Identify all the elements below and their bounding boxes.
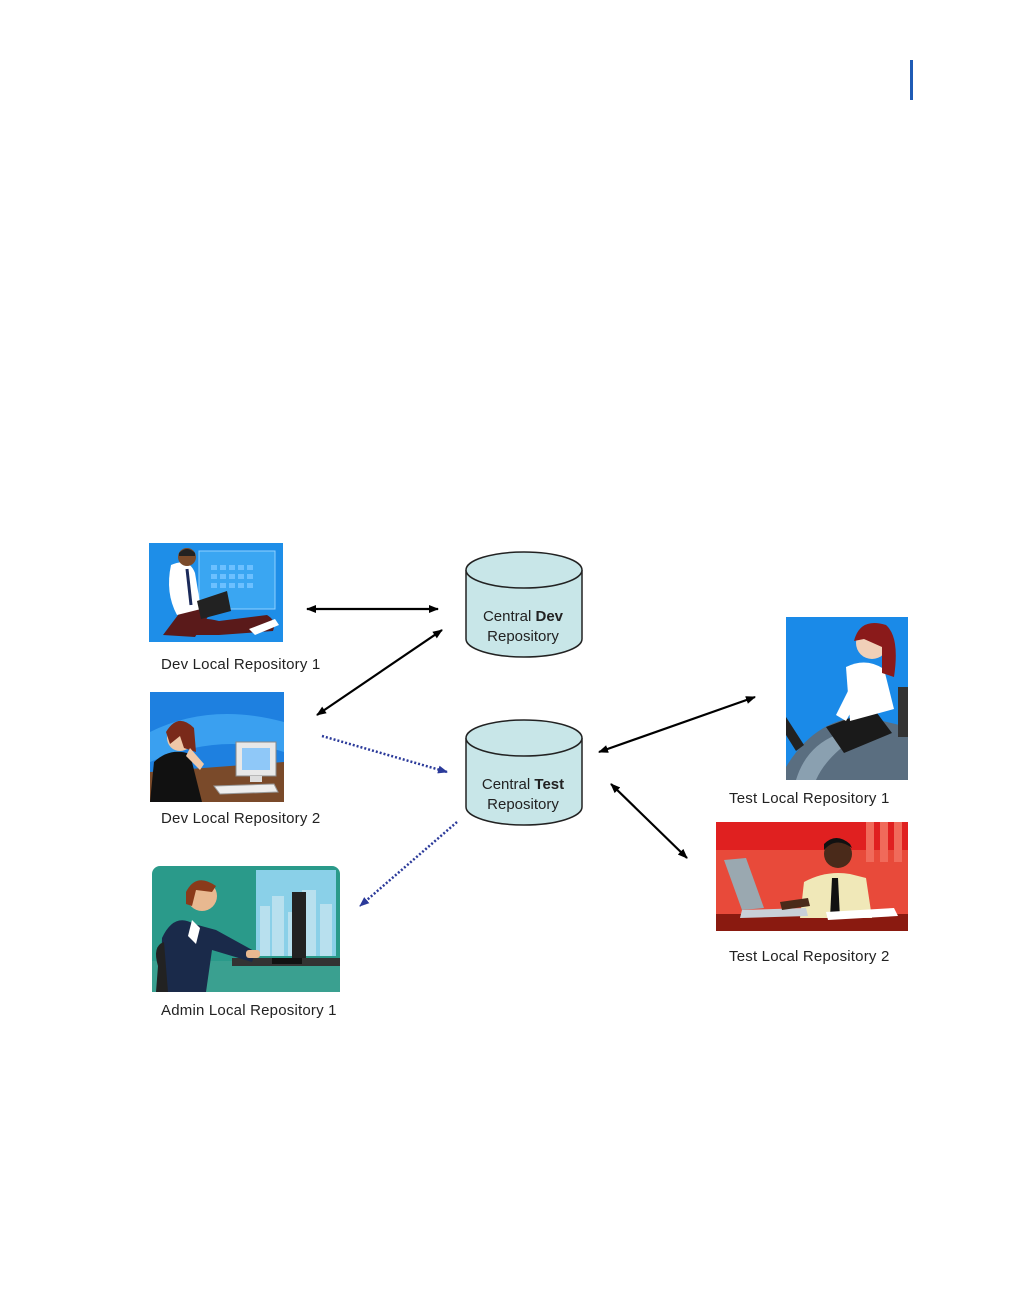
central-test-repository: Central Test Repository (464, 718, 584, 828)
user-at-computer-icon (150, 692, 284, 802)
user-with-laptop-icon (786, 617, 908, 780)
test2-user-image (716, 822, 908, 931)
test1-user-image (786, 617, 908, 780)
test1-label: Test Local Repository 1 (729, 790, 890, 807)
dev1-user-image (149, 543, 283, 642)
arrow-dev2-central-dev (317, 630, 442, 715)
central-dev-prefix: Central (483, 608, 531, 625)
arrow-dev2-central-test (322, 736, 447, 772)
dev1-label: Dev Local Repository 1 (161, 656, 320, 673)
central-dev-emphasis: Dev (536, 608, 564, 625)
user-at-desk-icon (716, 822, 908, 931)
central-test-emphasis: Test (534, 776, 564, 793)
central-test-suffix: Repository (487, 796, 559, 813)
central-test-prefix: Central (482, 776, 530, 793)
user-with-laptop-icon (149, 543, 283, 642)
user-at-workstation-icon (152, 866, 340, 992)
central-dev-suffix: Repository (487, 628, 559, 645)
admin1-user-image (152, 866, 340, 992)
arrow-central-test-admin1 (360, 822, 457, 906)
test2-label: Test Local Repository 2 (729, 948, 890, 965)
arrow-central-test-test1 (599, 697, 755, 752)
dev2-label: Dev Local Repository 2 (161, 810, 320, 827)
dev2-user-image (150, 692, 284, 802)
arrow-central-test-test2 (611, 784, 687, 858)
central-dev-repository: Central Dev Repository (464, 550, 584, 660)
admin1-label: Admin Local Repository 1 (161, 1002, 337, 1019)
